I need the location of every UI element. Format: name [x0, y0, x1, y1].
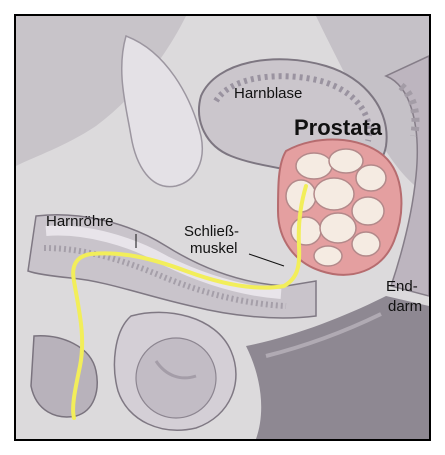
label-rectum-line2: darm — [388, 298, 422, 315]
label-bladder: Harnblase — [234, 85, 302, 102]
label-rectum-line1: End- — [386, 278, 418, 295]
label-prostate: Prostata — [294, 116, 382, 140]
label-sphincter-line1: Schließ- — [184, 223, 239, 240]
illustration-frame: Harnblase Prostata Harnröhre Schließ- mu… — [14, 14, 431, 441]
label-urethra: Harnröhre — [46, 213, 114, 230]
label-sphincter-line2: muskel — [190, 240, 238, 257]
